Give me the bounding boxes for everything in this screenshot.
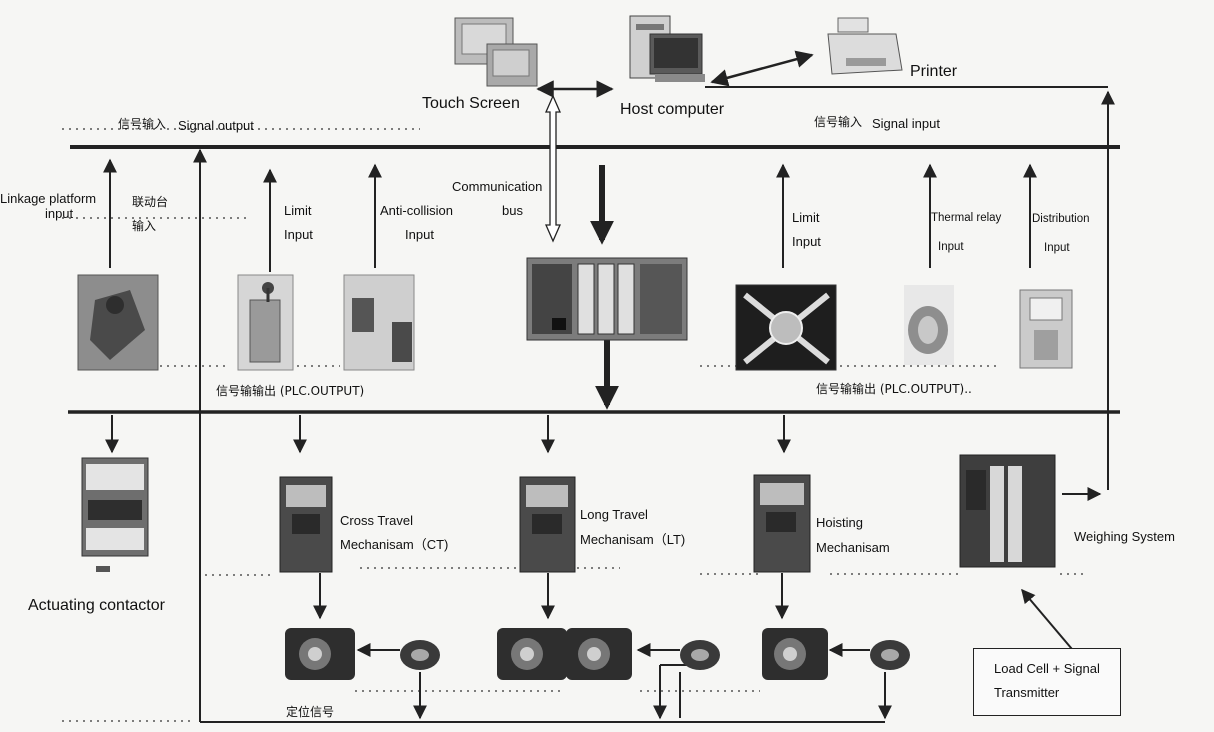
- motor-icon: [566, 628, 632, 680]
- signal-input-right-cn: 信号输入: [814, 115, 863, 129]
- encoder-icon: [680, 640, 720, 670]
- dotted-guides: [62, 128, 1085, 722]
- input-arrows: [103, 158, 1037, 272]
- signal-output-left-label: Signal output: [178, 118, 254, 133]
- plc-output-right-label: 信号输输出 (PLC.OUTPUT)..: [816, 382, 972, 396]
- plc-output-left-label: 信号输输出 (PLC.OUTPUT): [216, 384, 365, 398]
- printer-label: Printer: [910, 63, 958, 80]
- weighing-system-label: Weighing System: [1074, 529, 1175, 544]
- thermal-relay-icon: [904, 285, 954, 365]
- computer-icon: [629, 15, 705, 82]
- contactor-icon: [81, 457, 149, 572]
- signal-input-right-label: Signal input: [872, 116, 940, 131]
- encoder-icon: [400, 640, 440, 670]
- top-links: [536, 50, 814, 98]
- linkage-platform-label: Linkage platform input: [0, 191, 97, 221]
- motor-icon: [762, 628, 828, 680]
- feedback-line-left: [193, 148, 885, 723]
- communication-bus-arrow: [545, 94, 561, 243]
- inverter-icon: [519, 476, 576, 573]
- printer-icon: [827, 17, 903, 75]
- encoder-icon: [870, 640, 910, 670]
- signal-input-left-cn: 信号输入: [118, 117, 167, 131]
- linkage-platform-cn-label: 联动台输入: [132, 195, 169, 233]
- feedback-line-right: [705, 86, 1115, 490]
- position-signal-label: 定位信号: [286, 705, 335, 719]
- weighing-controller-icon: [959, 454, 1056, 568]
- limit-switch-icon: [237, 274, 294, 371]
- rotary-limit-switch-icon: [735, 284, 837, 371]
- motor-icon: [285, 628, 355, 680]
- inverter-icon: [753, 474, 811, 573]
- actuating-contactor-label: Actuating contactor: [28, 597, 165, 614]
- output-arrows: [105, 415, 1102, 669]
- distribution-breaker-icon: [1019, 289, 1073, 369]
- inverter-icon: [279, 476, 333, 573]
- touch-screen-icon: [454, 17, 538, 87]
- linkage-platform-icon: [77, 274, 159, 371]
- plc-rack-icon: [526, 257, 688, 341]
- motor-icon: [497, 628, 567, 680]
- anti-collision-sensor-icon: [343, 274, 415, 371]
- host-computer-label: Host computer: [620, 101, 725, 118]
- load-cell-box: Load Cell + Signal Transmitter: [973, 648, 1121, 716]
- touch-screen-label: Touch Screen: [422, 95, 520, 112]
